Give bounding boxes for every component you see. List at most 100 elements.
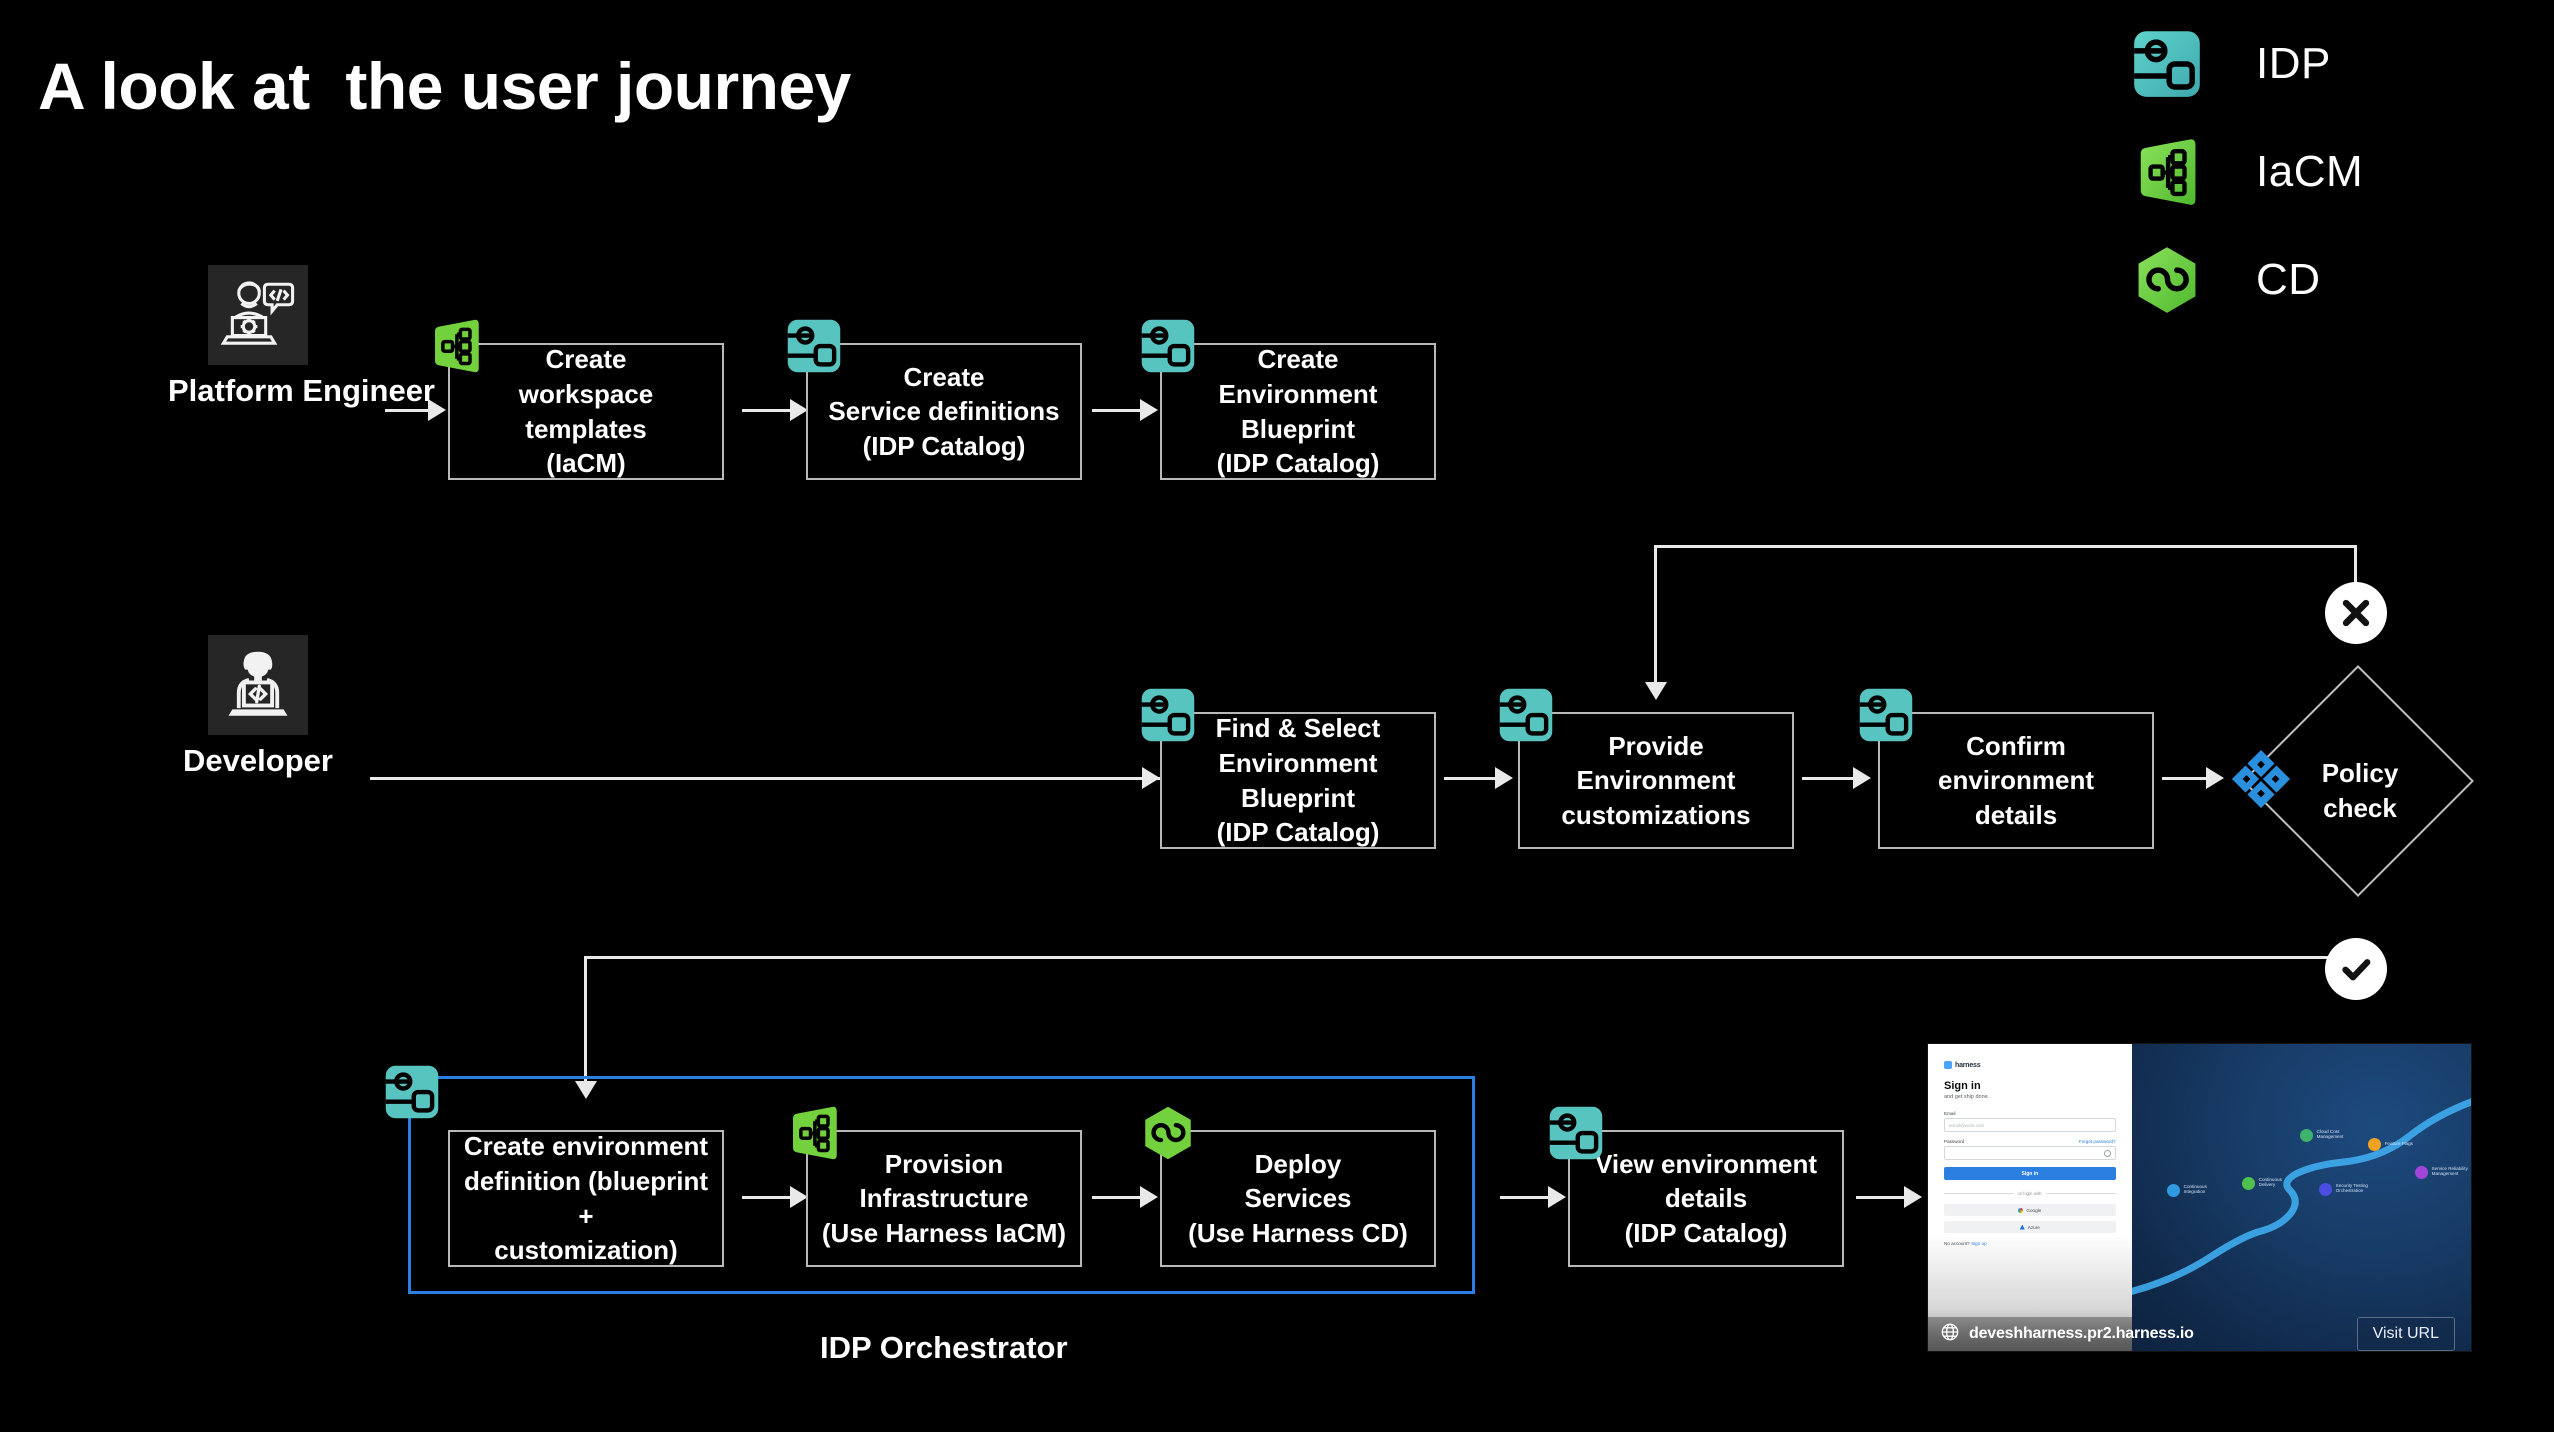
hero-node-dot-ff bbox=[2367, 1138, 2381, 1151]
legend: IDP IaCM bbox=[2128, 10, 2428, 334]
persona-developer: Developer bbox=[168, 635, 348, 779]
legend-item-cd: CD bbox=[2128, 226, 2428, 334]
connector-step1-to-step2 bbox=[742, 409, 794, 412]
hero-node-dot-sto bbox=[2318, 1183, 2332, 1196]
harness-login-thumbnail[interactable]: harness Sign in and get ship done. Email… bbox=[1928, 1044, 2471, 1351]
azure-login-button[interactable]: Azure bbox=[1944, 1221, 2116, 1233]
hero-node-label-srm: Service Reliability Management bbox=[2431, 1166, 2468, 1177]
hero-node-label-ff: Feature Flags bbox=[2384, 1141, 2413, 1146]
idp-icon bbox=[384, 1064, 440, 1120]
arrowhead-pe-to-step1 bbox=[428, 399, 446, 421]
url-text: deveshharness.pr2.harness.io bbox=[1969, 1325, 2194, 1342]
page-title: A look at the user journey bbox=[38, 49, 851, 123]
idp-orchestrator-label: IDP Orchestrator bbox=[820, 1330, 1068, 1365]
platform-engineer-avatar-icon bbox=[208, 265, 308, 365]
iacm-icon bbox=[428, 318, 484, 374]
persona-label-platform-engineer: Platform Engineer bbox=[168, 373, 435, 408]
iacm-icon bbox=[786, 1105, 842, 1161]
connector-fail-down bbox=[1654, 545, 1657, 685]
connector-create-def-to-provision bbox=[742, 1196, 794, 1199]
legend-label-iacm: IaCM bbox=[2256, 147, 2364, 196]
url-chip[interactable]: deveshharness.pr2.harness.io bbox=[1928, 1317, 2194, 1351]
step-provide-environment-customizations[interactable]: Provide Environment customizations bbox=[1518, 712, 1794, 849]
legend-item-idp: IDP bbox=[2128, 10, 2428, 118]
forgot-password-link[interactable]: Forgot password? bbox=[2078, 1139, 2116, 1144]
connector-step2-to-step3 bbox=[1092, 409, 1144, 412]
legend-label-idp: IDP bbox=[2256, 39, 2331, 88]
signup-row: No account? Sign up bbox=[1944, 1241, 2116, 1246]
step-create-workspace-templates[interactable]: Create workspace templates (IaCM) bbox=[448, 343, 724, 480]
step-find-select-environment-blueprint[interactable]: Find & Select Environment Blueprint (IDP… bbox=[1160, 712, 1436, 849]
close-x-icon[interactable] bbox=[2325, 582, 2387, 644]
arrowhead-deploy-to-view bbox=[1548, 1186, 1566, 1208]
step-create-environment-blueprint[interactable]: Create Environment Blueprint (IDP Catalo… bbox=[1160, 343, 1436, 480]
connector-find-to-provide bbox=[1444, 777, 1499, 780]
arrowhead-step1-to-step2 bbox=[790, 399, 808, 421]
idp-icon bbox=[1498, 687, 1554, 743]
signin-heading: Sign in bbox=[1944, 1080, 1981, 1092]
harness-logo: harness bbox=[1944, 1061, 2116, 1069]
cd-icon bbox=[1140, 1105, 1196, 1161]
policy-check-label: Policy check bbox=[2321, 758, 2399, 823]
check-circle-icon[interactable] bbox=[2325, 938, 2387, 1000]
step-provision-infrastructure[interactable]: Provision Infrastructure (Use Harness Ia… bbox=[806, 1130, 1082, 1267]
hero-node-dot-ci bbox=[2166, 1184, 2180, 1197]
globe-icon bbox=[1940, 1322, 1960, 1347]
arrowhead-confirm-to-policy bbox=[2206, 767, 2224, 789]
arrowhead-step2-to-step3 bbox=[1140, 399, 1158, 421]
hero-node-label-ccm: Cloud Cost Management bbox=[2316, 1129, 2344, 1140]
persona-label-developer: Developer bbox=[183, 743, 333, 778]
arrowhead-view-to-thumbnail bbox=[1904, 1186, 1922, 1208]
connector-provide-to-confirm bbox=[1802, 777, 1857, 780]
legend-item-iacm: IaCM bbox=[2128, 118, 2428, 226]
arrowhead-dev-to-find-select bbox=[1142, 767, 1160, 789]
idp-orchestrator-group bbox=[408, 1076, 1475, 1294]
step-view-environment-details[interactable]: View environment details (IDP Catalog) bbox=[1568, 1130, 1844, 1267]
password-label-row: Password Forgot password? bbox=[1944, 1139, 2116, 1144]
visit-url-button[interactable]: Visit URL bbox=[2356, 1317, 2455, 1351]
thumbnail-url-bar: deveshharness.pr2.harness.io Visit URL bbox=[1928, 1317, 2471, 1351]
step-create-service-definitions[interactable]: Create Service definitions (IDP Catalog) bbox=[806, 343, 1082, 480]
password-field[interactable] bbox=[1944, 1146, 2116, 1160]
connector-pass-left bbox=[584, 956, 2329, 959]
hero-node-dot-ccm bbox=[2299, 1129, 2313, 1142]
connector-pass-down bbox=[584, 956, 587, 1084]
policy-diamonds-icon bbox=[2230, 748, 2292, 815]
google-login-label: Google bbox=[2026, 1207, 2042, 1213]
step-create-environment-definition[interactable]: Create environment definition (blueprint… bbox=[448, 1130, 724, 1267]
arrowhead-provision-to-deploy bbox=[1140, 1186, 1158, 1208]
harness-logo-mark-icon bbox=[1944, 1061, 1952, 1069]
harness-hero-illustration: Continuous Integration Continuous Delive… bbox=[2131, 1044, 2471, 1351]
idp-icon bbox=[2128, 25, 2206, 103]
developer-avatar-icon bbox=[208, 635, 308, 735]
step-deploy-services[interactable]: Deploy Services (Use Harness CD) bbox=[1160, 1130, 1436, 1267]
arrowhead-create-def-to-provision bbox=[790, 1186, 808, 1208]
arrowhead-provide-to-confirm bbox=[1853, 767, 1871, 789]
email-field[interactable]: email@work.com bbox=[1944, 1118, 2116, 1132]
oauth-divider: or login with bbox=[1944, 1191, 2116, 1196]
idp-icon bbox=[1140, 687, 1196, 743]
persona-platform-engineer: Platform Engineer bbox=[168, 265, 435, 409]
connector-fail-up bbox=[2354, 545, 2357, 585]
signup-link[interactable]: Sign up bbox=[1971, 1241, 1987, 1246]
eye-icon[interactable] bbox=[2103, 1149, 2111, 1157]
connector-view-to-thumbnail bbox=[1856, 1196, 1908, 1199]
hero-node-dot-cd bbox=[2241, 1177, 2255, 1190]
google-icon bbox=[2018, 1207, 2024, 1213]
hero-node-label-cd: Continuous Delivery bbox=[2258, 1177, 2282, 1188]
connector-fail-left bbox=[1654, 545, 2357, 548]
hero-node-label-sto: Security Testing Orchestration bbox=[2335, 1183, 2368, 1194]
hero-node-label-ci: Continuous Integration bbox=[2183, 1184, 2207, 1195]
hero-node-dot-srm bbox=[2414, 1166, 2428, 1179]
idp-icon bbox=[1548, 1105, 1604, 1161]
arrowhead-pass-into-orchestrator bbox=[575, 1081, 597, 1099]
signin-submit-button[interactable]: Sign in bbox=[1944, 1167, 2116, 1180]
idp-icon bbox=[1858, 687, 1914, 743]
connector-dev-to-find-select bbox=[370, 777, 1160, 780]
email-label-row: Email bbox=[1944, 1111, 2116, 1116]
signin-panel: harness Sign in and get ship done. Email… bbox=[1928, 1044, 2132, 1351]
signup-prompt: No account? bbox=[1944, 1241, 1970, 1246]
step-confirm-environment-details[interactable]: Confirm environment details bbox=[1878, 712, 2154, 849]
signin-subheading: and get ship done. bbox=[1944, 1094, 1990, 1100]
google-login-button[interactable]: Google bbox=[1944, 1204, 2116, 1216]
